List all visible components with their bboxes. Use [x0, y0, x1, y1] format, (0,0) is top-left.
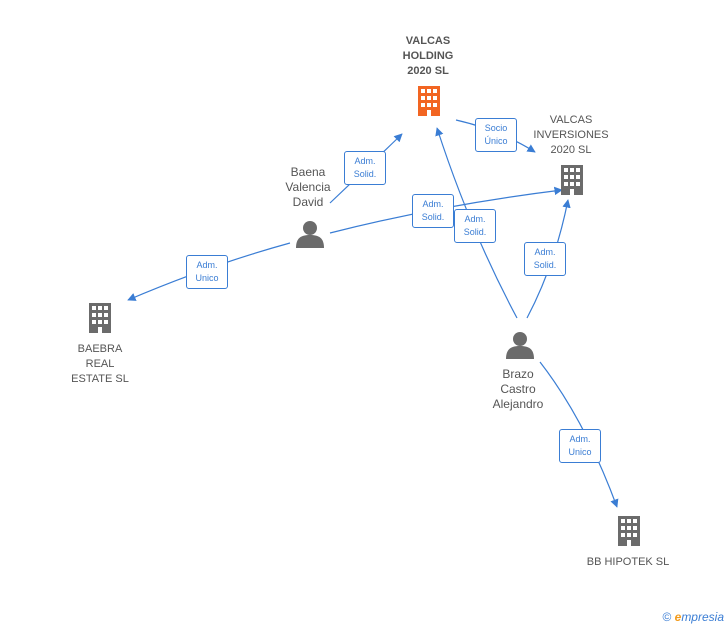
person-icon[interactable] — [296, 221, 324, 248]
brand-name: mpresia — [681, 610, 724, 624]
brand-e: e — [674, 610, 682, 624]
building-icon[interactable] — [561, 165, 583, 195]
edge-label-adm-solid[interactable]: Adm.Solid. — [344, 151, 386, 185]
edge-label-adm-unico[interactable]: Adm.Unico — [186, 255, 228, 289]
edge-label-adm-solid[interactable]: Adm.Solid. — [524, 242, 566, 276]
building-icon[interactable] — [89, 303, 111, 333]
copyright-icon: © — [662, 610, 672, 624]
node-label-bb-hipotek[interactable]: BB HIPOTEK SL — [586, 556, 670, 568]
building-icon[interactable] — [618, 516, 640, 546]
node-label-baena[interactable]: Baena Valencia David — [285, 165, 331, 209]
person-icon[interactable] — [506, 332, 534, 359]
empresia-watermark[interactable]: © empresia — [662, 610, 724, 624]
node-label-valcas-holding[interactable]: VALCAS HOLDING 2020 SL — [402, 35, 454, 77]
edge-label-adm-unico[interactable]: Adm.Unico — [559, 429, 601, 463]
edge-label-adm-solid[interactable]: Adm.Solid. — [412, 194, 454, 228]
edge-brazo-to-bb-hipotek — [539, 361, 619, 508]
building-icon[interactable] — [418, 86, 440, 116]
edge-label-adm-solid[interactable]: Adm.Solid. — [454, 209, 496, 243]
node-label-brazo[interactable]: Brazo Castro Alejandro — [492, 367, 544, 411]
node-label-valcas-inversiones[interactable]: VALCAS INVERSIONES 2020 SL — [533, 114, 609, 156]
node-label-baebra[interactable]: BAEBRA REAL ESTATE SL — [71, 343, 129, 385]
